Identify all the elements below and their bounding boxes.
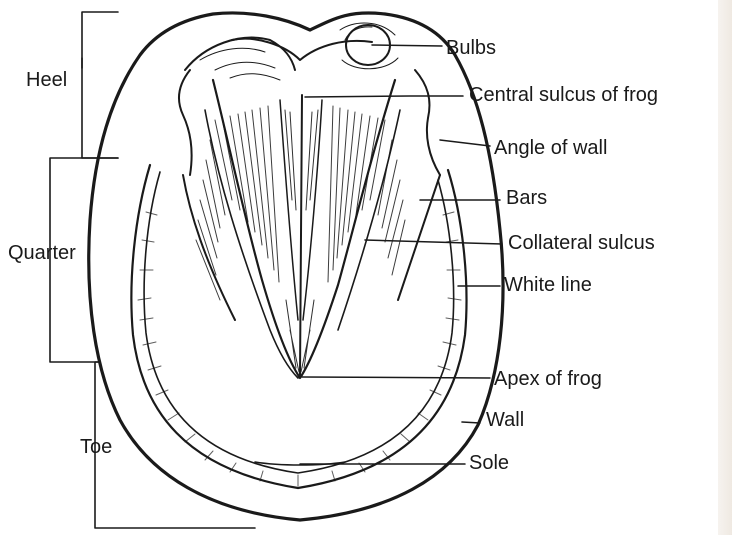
label-quarter: Quarter [8, 243, 76, 263]
bars-left [183, 175, 235, 320]
leader-bulbs [372, 45, 442, 46]
label-wall: Wall [486, 410, 524, 430]
label-sole: Sole [469, 453, 509, 473]
leader-angle-of-wall [440, 140, 490, 146]
bulb-left-shading [200, 48, 280, 80]
heel-bracket [82, 12, 118, 158]
frog-outline [213, 80, 395, 378]
leader-collateral-sulcus [365, 240, 502, 244]
angle-left [179, 70, 192, 175]
hoof-wall-outer [89, 13, 503, 520]
leader-central-sulcus [305, 96, 463, 97]
bulb-left [185, 38, 295, 70]
leader-apex [302, 377, 490, 378]
frog-shading-left [196, 106, 279, 300]
label-heel: Heel [26, 70, 67, 90]
label-collateral-sulcus: Collateral sulcus [508, 233, 655, 253]
label-toe: Toe [80, 437, 112, 457]
label-central-sulcus: Central sulcus of frog [469, 85, 658, 105]
central-sulcus [300, 95, 302, 375]
leader-wall [462, 422, 480, 423]
label-white-line: White line [504, 275, 592, 295]
label-angle-of-wall: Angle of wall [494, 138, 607, 158]
white-line-outer [131, 165, 466, 488]
toe-bracket [95, 362, 255, 528]
label-bulbs: Bulbs [446, 38, 496, 58]
label-apex-of-frog: Apex of frog [494, 369, 602, 389]
white-line-inner [144, 172, 454, 473]
label-bars: Bars [506, 188, 547, 208]
bars-right [398, 175, 440, 300]
frog-shading-right [328, 106, 405, 282]
angle-right [415, 70, 440, 175]
